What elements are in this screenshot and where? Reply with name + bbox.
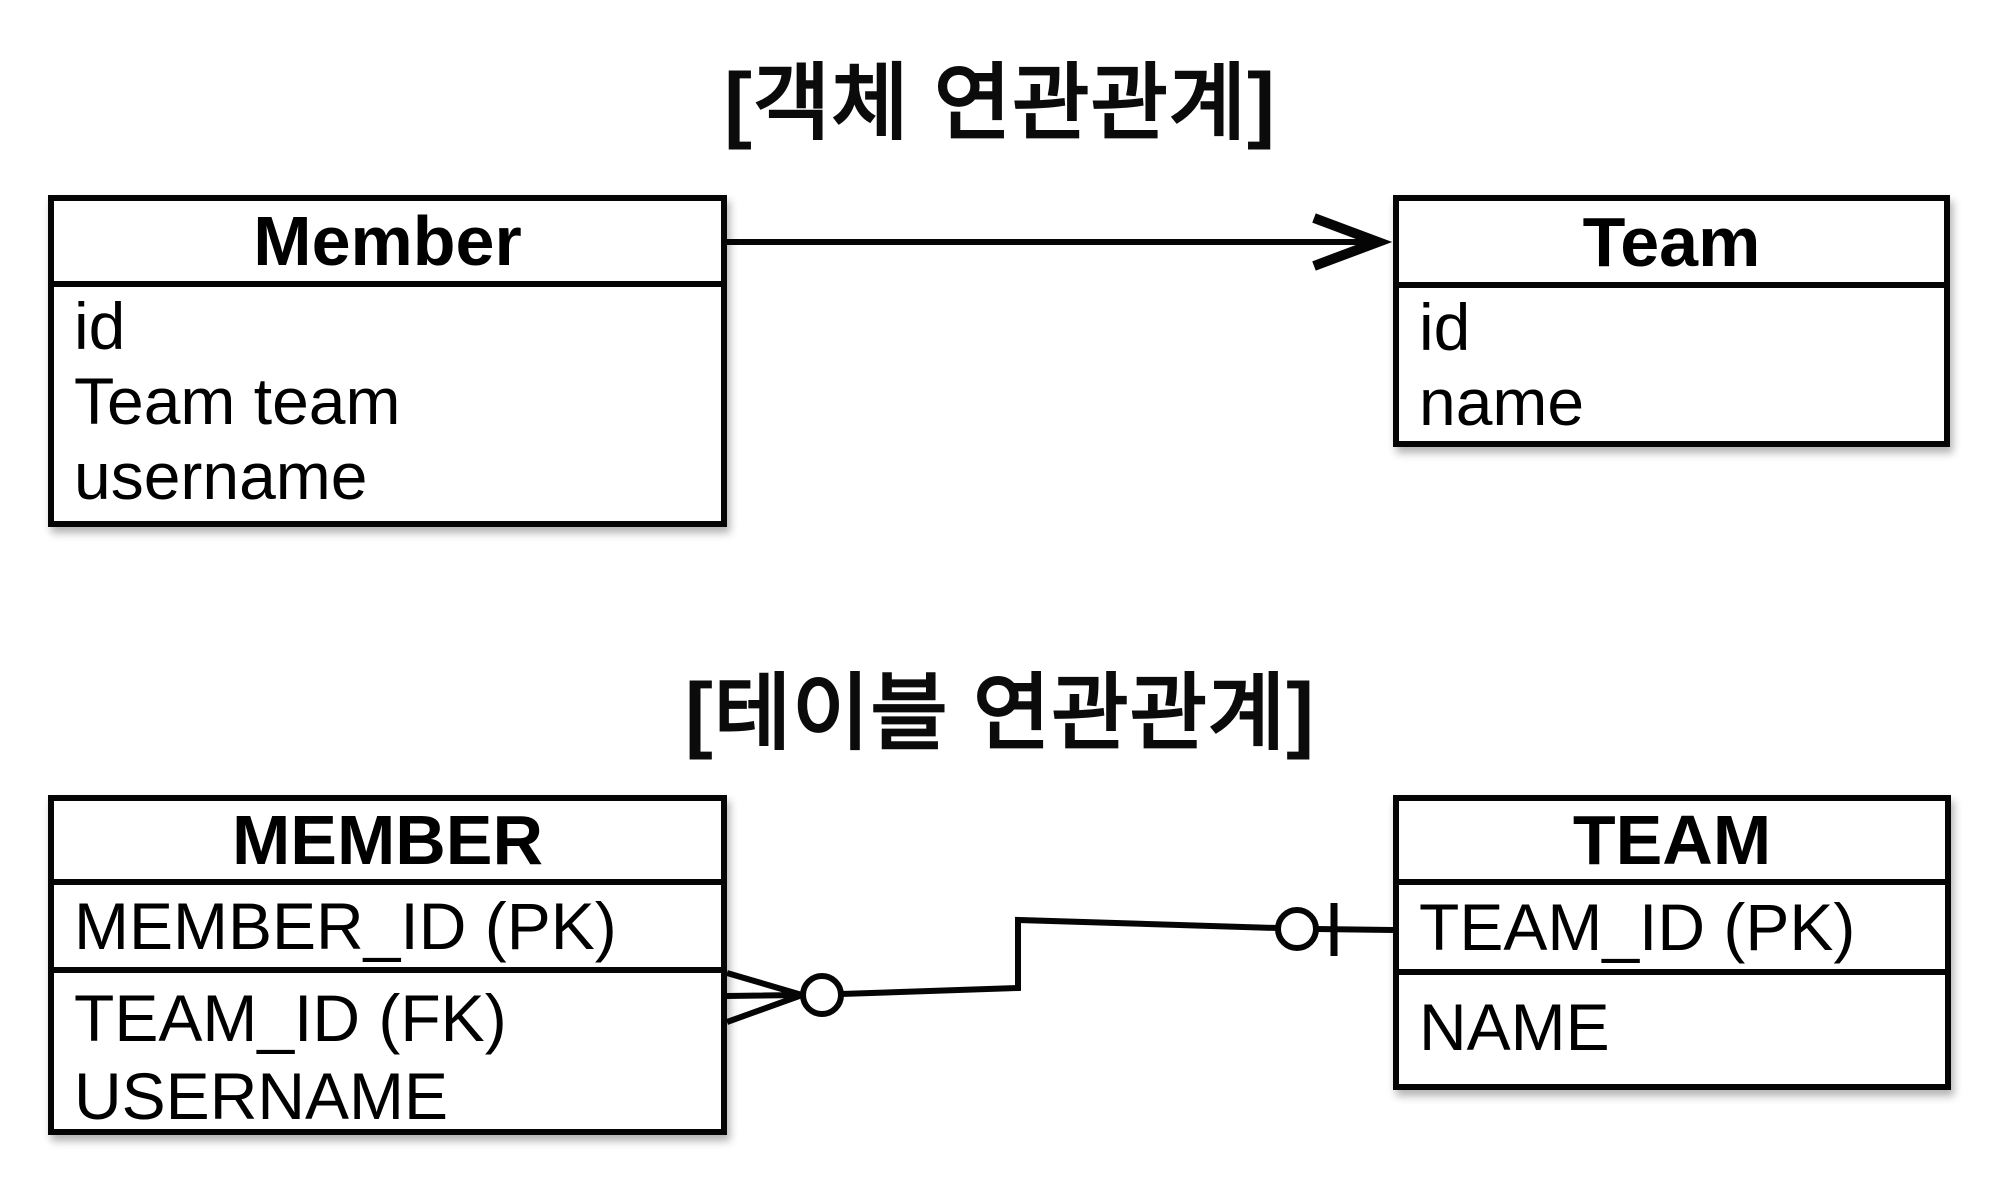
member-class-box: Member id Team team username (48, 195, 727, 527)
team-class-box: Team id name (1393, 195, 1950, 447)
relationship-tail-line (1315, 926, 1394, 933)
table-association-title: [테이블 연관관계] (684, 666, 1316, 760)
field-name: name (1419, 365, 1585, 439)
name-row: NAME (1419, 989, 1610, 1064)
field-id: id (74, 289, 126, 363)
zero-circle-icon (1275, 907, 1319, 951)
team-table-box: TEAM TEAM_ID (PK) NAME (1393, 795, 1951, 1090)
arrowhead-icon (1312, 213, 1393, 271)
field-team: Team team (74, 364, 401, 438)
table-relationship-line (725, 903, 1394, 1025)
object-association-title: [객체 연관관계] (724, 56, 1276, 150)
team-table-title: TEAM (1399, 801, 1945, 885)
member-table-fields: TEAM_ID (FK) USERNAME (54, 973, 721, 1135)
object-association-arrow (727, 213, 1393, 271)
field-id: id (1419, 290, 1471, 364)
team-id-fk-row: TEAM_ID (FK) (74, 981, 507, 1055)
zero-circle-icon (800, 973, 844, 1017)
member-table-title: MEMBER (54, 801, 721, 885)
username-row: USERNAME (74, 1059, 449, 1133)
member-table-box: MEMBER MEMBER_ID (PK) TEAM_ID (FK) USERN… (48, 795, 727, 1135)
team-class-title: Team (1399, 201, 1944, 288)
member-class-title: Member (54, 201, 721, 287)
member-class-fields: id Team team username (54, 287, 721, 514)
member-id-pk-row: MEMBER_ID (PK) (54, 885, 721, 973)
field-username: username (74, 439, 368, 513)
crows-foot-many-icon (725, 970, 804, 1025)
team-id-pk-row: TEAM_ID (PK) (1399, 885, 1945, 975)
relationship-elbow-line (840, 916, 1278, 997)
team-class-fields: id name (1399, 288, 1944, 440)
